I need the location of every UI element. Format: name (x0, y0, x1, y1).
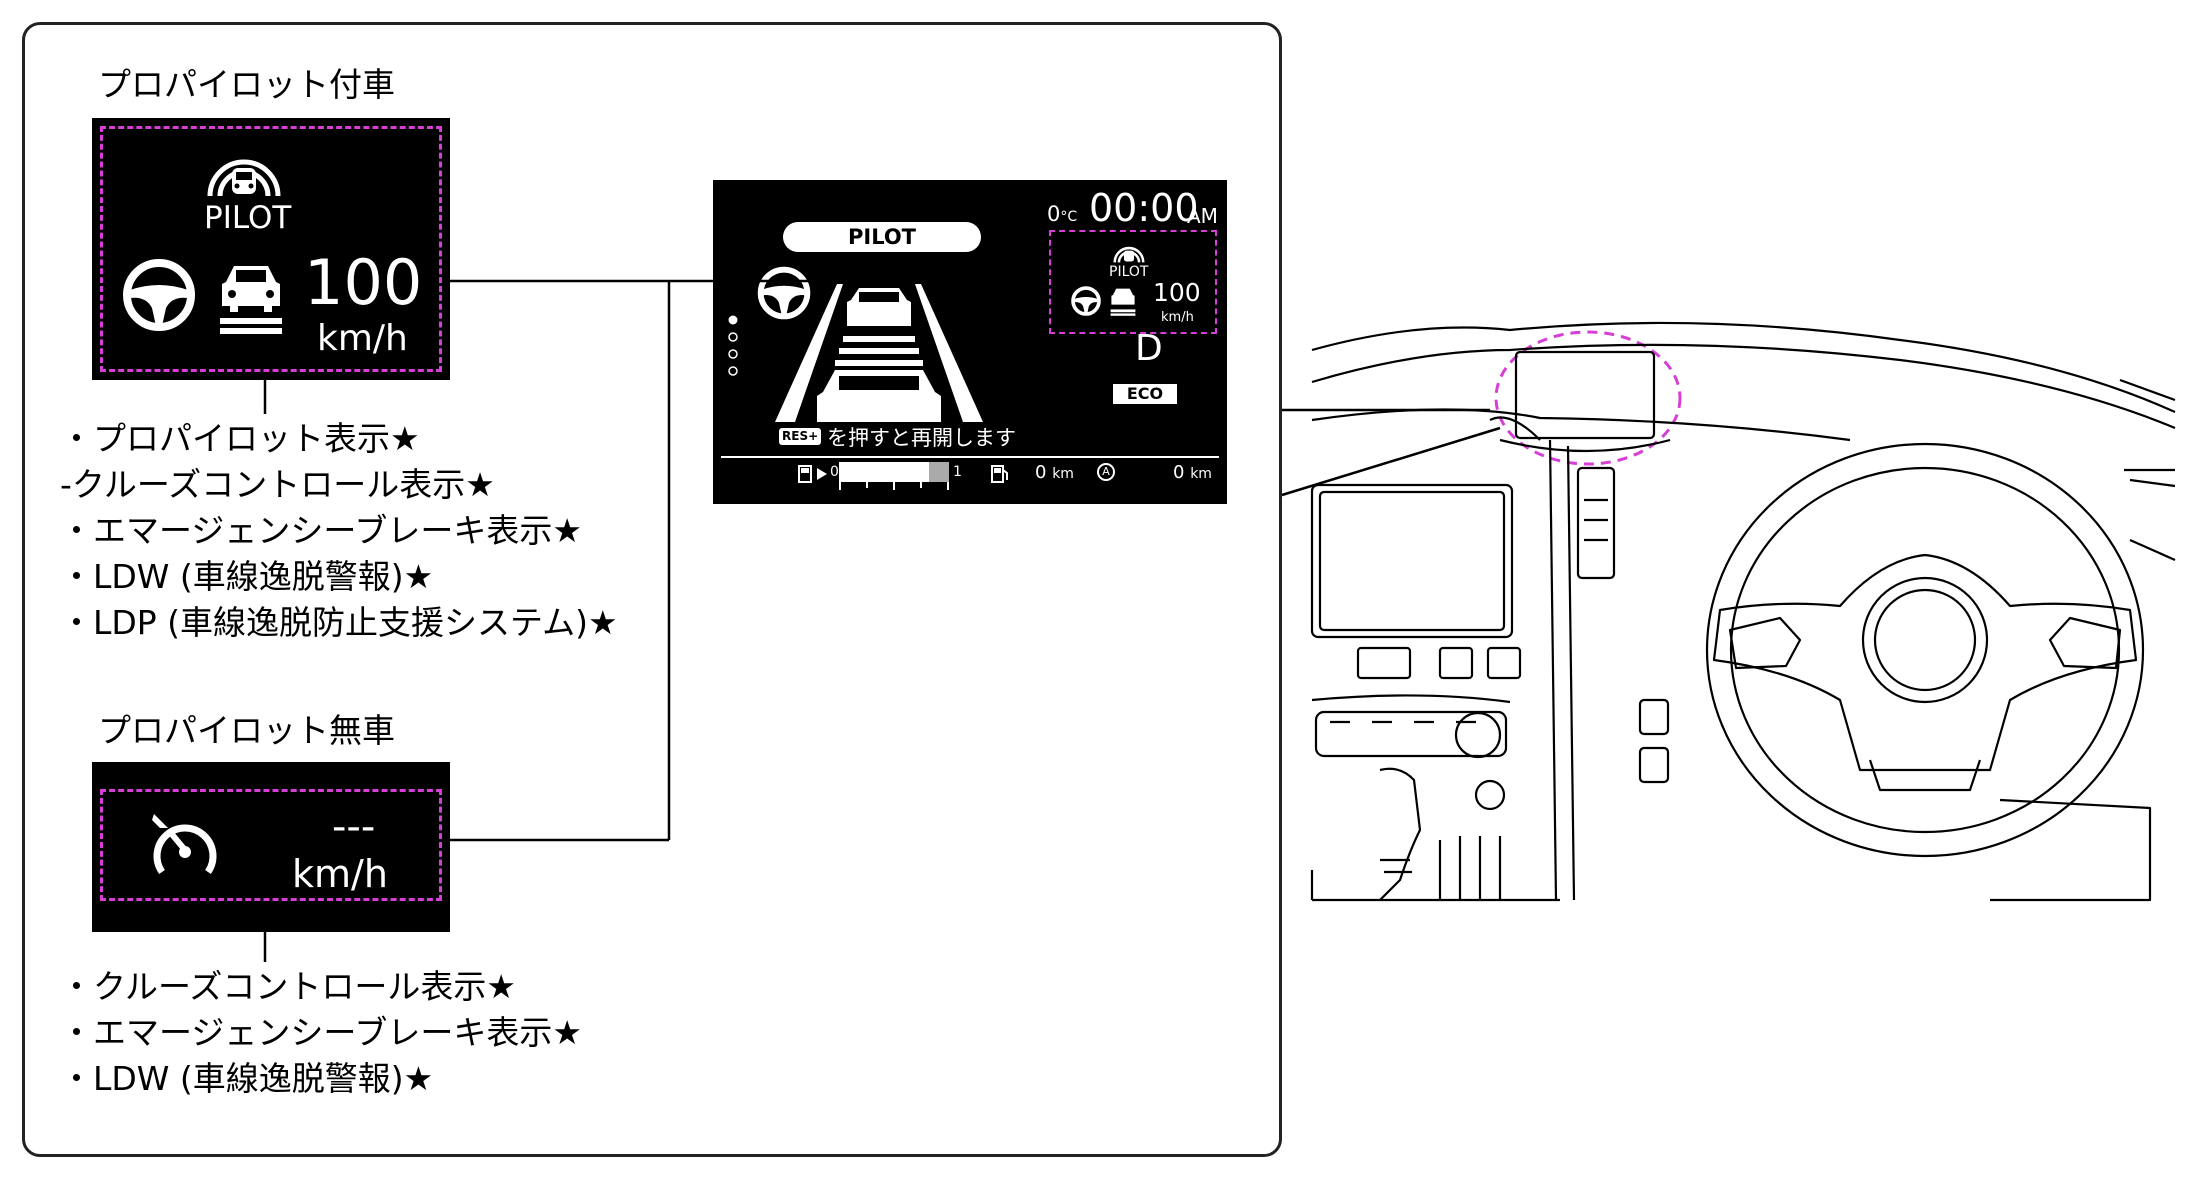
divider (721, 456, 1219, 458)
propilot-icon (1113, 246, 1145, 263)
fuel-bar (839, 462, 949, 482)
propilot-icon (207, 159, 281, 197)
heading-without-pilot: プロパイロット無車 (98, 711, 395, 750)
fuel-max-label: 1 (953, 464, 962, 480)
list-item: -クルーズコントロール表示★ (60, 465, 495, 504)
eco-indicator: ECO (1113, 384, 1177, 404)
speed-unit: km/h (317, 318, 408, 359)
clock-ampm: AM (1187, 204, 1218, 228)
list-item: ・クルーズコントロール表示★ (60, 967, 516, 1006)
steering-wheel-icon (123, 259, 195, 331)
steering-wheel-icon (757, 266, 811, 320)
list-item: ・エマージェンシーブレーキ表示★ (60, 1013, 582, 1052)
pilot-badge: PILOT (783, 222, 981, 252)
range-icon (991, 465, 1008, 483)
res-button-icon: RES+ (779, 428, 822, 445)
list-item: ・エマージェンシーブレーキ表示★ (60, 511, 582, 550)
callout-frame (22, 22, 1282, 1157)
mini-display-highlight (1049, 230, 1217, 334)
set-speed: 100 (304, 246, 423, 319)
display-highlight (100, 126, 442, 372)
list-item: ・LDW (車線逸脱警報)★ (60, 1059, 434, 1098)
lane-scene-graphic (775, 284, 983, 422)
mini-display: PILOT 100 km/h (1049, 230, 1217, 334)
fuel-bar-segment (929, 462, 949, 482)
resume-message: を押すと再開します (827, 426, 1016, 450)
fuel-pump-icon (798, 465, 827, 483)
meter-highlight-ring (1494, 330, 1682, 466)
speed-unit: km/h (292, 852, 388, 896)
feature-list-without-pilot: ・クルーズコントロール表示★ ・エマージェンシーブレーキ表示★ ・LDW (車線… (60, 964, 582, 1102)
trip-a-icon: A (1097, 463, 1115, 481)
set-speed: --- (332, 804, 376, 850)
meter-display: 0°C 00:00 AM PILOT PILOT (713, 180, 1227, 504)
page-indicator (728, 315, 738, 376)
steering-wheel-icon (1071, 286, 1101, 316)
range-value: 0 km (1035, 462, 1074, 483)
fuel-min-label: 0 (830, 464, 839, 480)
mini-speed-unit: km/h (1161, 310, 1194, 325)
cruise-control-icon (152, 814, 217, 874)
fuel-gauge-ticks (839, 482, 949, 490)
display-with-pilot: PILOT 100 km/h (92, 118, 450, 380)
list-item: ・プロパイロット表示★ (60, 419, 420, 458)
clock: 00:00 (1089, 186, 1199, 230)
display-highlight (100, 789, 442, 901)
lead-car-icon (1110, 288, 1136, 316)
lead-car-icon (220, 266, 282, 334)
outside-temp: 0°C (1047, 202, 1078, 226)
list-item: ・LDW (車線逸脱警報)★ (60, 557, 434, 596)
display-without-pilot: --- km/h (92, 762, 450, 932)
heading-with-pilot: プロパイロット付車 (98, 65, 395, 104)
list-item: ・LDP (車線逸脱防止支援システム)★ (60, 603, 618, 642)
gear-indicator: D (1135, 328, 1163, 369)
trip-value: 0 km (1173, 462, 1212, 483)
feature-list-with-pilot: ・プロパイロット表示★ -クルーズコントロール表示★ ・エマージェンシーブレーキ… (60, 416, 618, 646)
pilot-label: PILOT (204, 200, 292, 236)
mini-set-speed: 100 (1153, 278, 1201, 307)
mini-pilot-label: PILOT (1109, 264, 1149, 280)
